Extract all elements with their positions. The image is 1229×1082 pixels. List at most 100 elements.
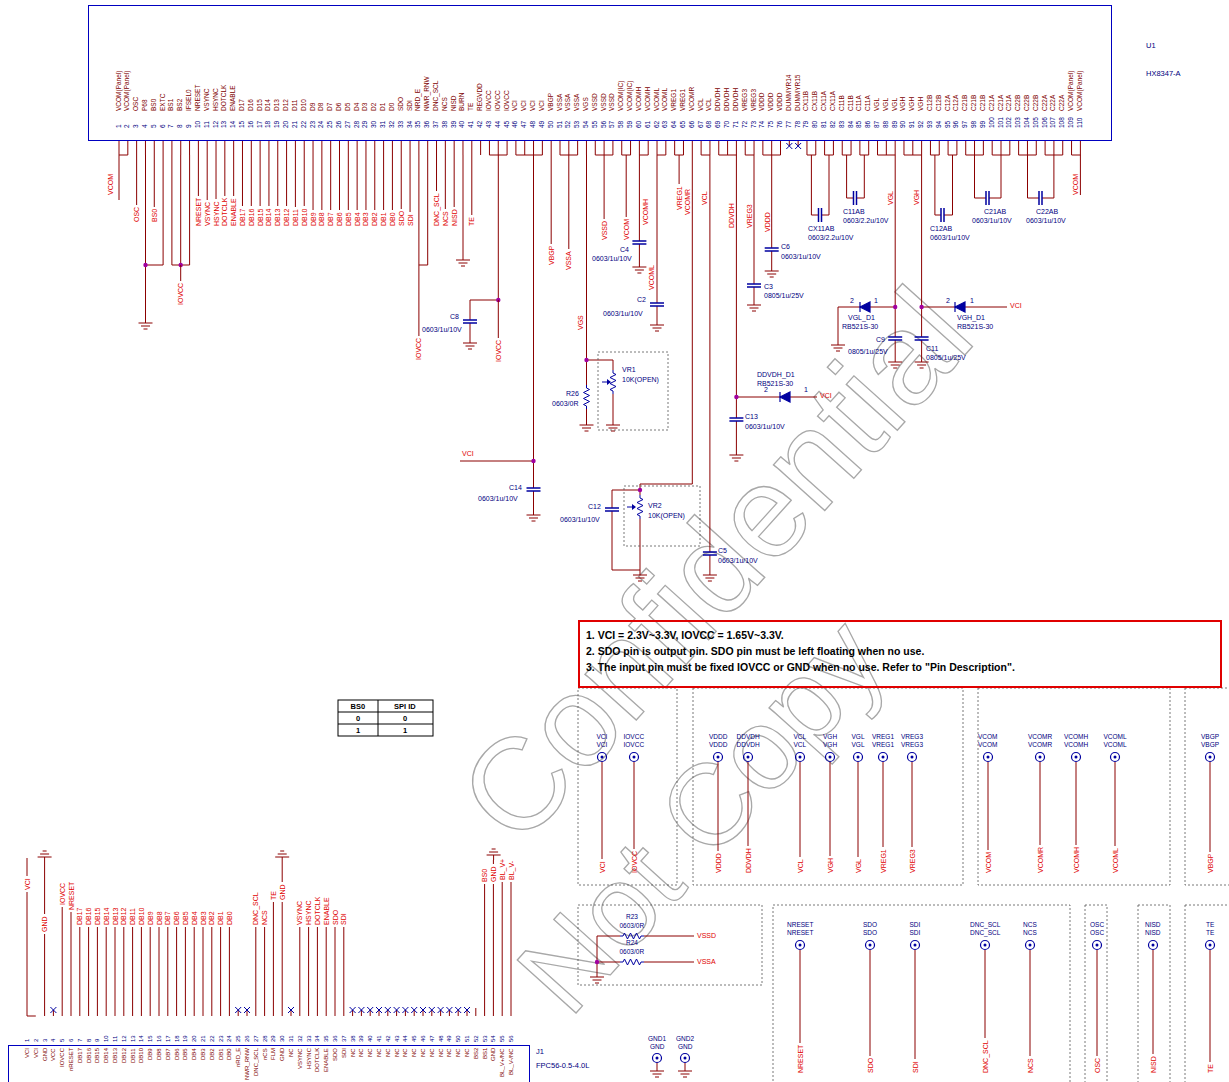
net-label: VCOMH (642, 199, 649, 225)
pin-number: 27 (253, 1035, 259, 1042)
wire (436, 155, 437, 191)
pin-number: 77 (786, 121, 793, 128)
test-point-label: GND (650, 1044, 664, 1051)
wire (903, 141, 904, 155)
pin-name: DB3 (200, 1048, 206, 1060)
pin-name: GND (279, 1048, 285, 1061)
test-point-label: VCL (794, 742, 807, 749)
pin-number: 35 (415, 121, 422, 128)
pin-name: VCOM(Panel) (116, 71, 123, 111)
wire (79, 927, 80, 1016)
wire (498, 141, 499, 155)
table-cell: 0 (356, 715, 360, 723)
wire (357, 141, 358, 155)
pin-number: 29 (362, 121, 369, 128)
pin-name: VSSD (609, 93, 616, 111)
pin-name: C22A (1042, 95, 1049, 111)
pin-name: VDDD (759, 93, 766, 111)
component-label: 0603/1u/10V (745, 423, 785, 430)
wire (489, 141, 490, 155)
pin-name: VCOM(Panel) (1068, 71, 1075, 111)
pin-number: 20 (283, 121, 290, 128)
net-label: BS0 (481, 869, 488, 882)
test-point (1152, 944, 1155, 947)
pin-number: 79 (803, 121, 810, 128)
component-label: RB521S-30 (957, 323, 993, 330)
test-point (829, 756, 832, 759)
wire (365, 141, 366, 155)
pin-name: D13 (274, 99, 281, 111)
wire (1153, 950, 1154, 1054)
pin-name: DDVDH (724, 88, 731, 111)
wire (339, 141, 340, 155)
wire (119, 141, 120, 155)
wire (224, 141, 225, 155)
pin-name: C22B (1024, 95, 1031, 111)
pin-name: DB7 (165, 1048, 171, 1060)
component-label: R24 (626, 940, 638, 947)
test-point (1209, 756, 1212, 759)
wire (621, 141, 622, 155)
pin-name: VGS (583, 97, 590, 111)
pin-name: IOVCC (504, 90, 511, 111)
pin-name: DUMMYR15 (795, 75, 802, 111)
wire (251, 141, 252, 155)
net-label: VGS (577, 315, 584, 330)
pin-number: 25 (235, 1035, 241, 1042)
wire (106, 927, 107, 1016)
wire (484, 884, 485, 1016)
pin-name: VCOMH (636, 87, 643, 111)
pin-number: 52 (473, 1035, 479, 1042)
test-point (799, 756, 802, 759)
pin-number: 71 (733, 121, 740, 128)
pin-number: 51 (464, 1035, 470, 1042)
net-label: BL_V- (508, 861, 515, 880)
pin-name: C11B (848, 95, 855, 111)
part-reference: FPC56-0.5-4.0L (536, 1062, 589, 1070)
pin-name: NC (446, 1048, 452, 1057)
wire (915, 950, 916, 1059)
ic-package: U1HX8347-A (88, 5, 1112, 141)
pin-number: 6 (160, 124, 167, 128)
test-point (653, 1054, 662, 1063)
pin-name: DB11 (130, 1048, 136, 1063)
test-point-label: IOVCC (624, 742, 645, 749)
pin-number: 84 (848, 121, 855, 128)
test-point-label: SDI (910, 922, 921, 929)
note-box: 1. VCI = 2.3V~3.3V, IOVCC = 1.65V~3.3V.2… (578, 620, 1222, 688)
wire (194, 927, 195, 1016)
pin-name: CX11B (812, 91, 819, 111)
wire (1036, 141, 1037, 155)
pin-number: 72 (742, 121, 749, 128)
pin-name: VCOM(IC) (618, 81, 625, 111)
pin-name: BS2 (177, 99, 184, 111)
net-label: IOVCC (631, 851, 638, 873)
pin-name: VCOMR (689, 87, 696, 111)
component-label: 2 (946, 297, 950, 304)
net-label: DB7 (327, 212, 334, 226)
pin-number: 107 (1050, 117, 1057, 128)
pin-name: VCI (521, 100, 528, 111)
net-label: DB12 (283, 208, 290, 226)
pin-name: D17 (239, 99, 246, 111)
wire (97, 927, 98, 1016)
net-label: DB13 (274, 208, 281, 226)
pin-number: 22 (209, 1035, 215, 1042)
component-label: C11AB (843, 208, 865, 215)
test-point-label: VREG1 (872, 734, 894, 741)
pin-number: 82 (830, 121, 837, 128)
wire (1045, 141, 1046, 155)
wire (299, 927, 300, 1016)
wire (198, 141, 199, 155)
pin-number: 56 (601, 121, 608, 128)
test-point (598, 753, 607, 762)
component-label: 0603/0R (620, 923, 645, 930)
net-label: DB14 (103, 907, 110, 925)
pin-number: 37 (433, 121, 440, 128)
test-point (981, 941, 990, 950)
wire (859, 141, 860, 155)
pin-name: DOTCLK (221, 85, 228, 111)
pin-name: DB13 (112, 1048, 118, 1063)
pin-name: IOVCC (59, 1048, 65, 1067)
